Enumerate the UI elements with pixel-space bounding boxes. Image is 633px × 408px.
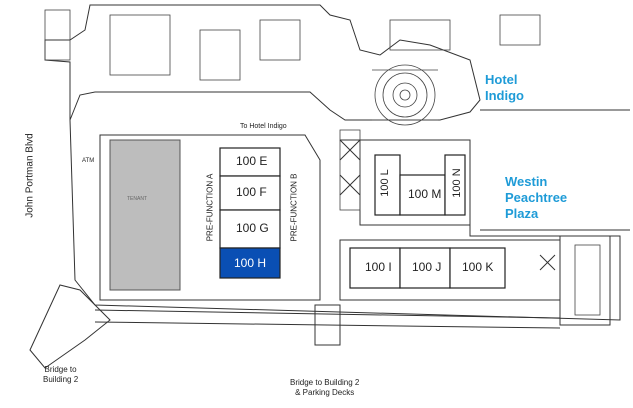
tenant-space xyxy=(109,139,181,291)
tenant-label: TENANT xyxy=(127,196,147,202)
room-100j[interactable] xyxy=(399,247,451,289)
westin-line2: Peachtree xyxy=(505,190,568,205)
street-label: John Portman Blvd xyxy=(24,133,36,218)
room-100i-label: 100 I xyxy=(365,260,392,274)
room-100h[interactable] xyxy=(219,247,281,279)
room-100g-label: 100 G xyxy=(236,221,269,235)
room-100e[interactable] xyxy=(219,147,281,177)
room-100i[interactable] xyxy=(349,247,401,289)
bridge-left-line2: Building 2 xyxy=(43,375,79,384)
room-100m-label: 100 M xyxy=(408,187,442,201)
room-100f[interactable] xyxy=(219,175,281,211)
prefunction-b-label: PRE-FUNCTION B xyxy=(289,173,299,242)
bridge-left-label: Bridge to Building 2 xyxy=(43,365,78,385)
prefunction-a-label: PRE-FUNCTION A xyxy=(205,173,215,242)
to-hotel-indigo-label: To Hotel Indigo xyxy=(240,123,287,130)
westin-line3: Plaza xyxy=(505,206,539,221)
room-100n[interactable] xyxy=(444,154,466,216)
hotel-indigo-label: Hotel Indigo xyxy=(485,72,524,104)
bridge-bottom-line1: Bridge to Building 2 xyxy=(290,378,360,387)
room-100f-label: 100 F xyxy=(236,185,267,199)
room-100n-label: 100 N xyxy=(451,168,463,198)
westin-line1: Westin xyxy=(505,174,548,189)
room-100e-label: 100 E xyxy=(236,154,268,168)
westin-label: Westin Peachtree Plaza xyxy=(505,174,567,222)
bridge-left-line1: Bridge to xyxy=(44,365,77,374)
room-100k-label: 100 K xyxy=(462,260,494,274)
room-100l-label: 100 L xyxy=(379,169,391,197)
bridge-bottom-label: Bridge to Building 2 & Parking Decks xyxy=(290,378,359,398)
atm-label: ATM xyxy=(82,158,95,164)
hotel-indigo-line1: Hotel xyxy=(485,72,518,87)
room-100k[interactable] xyxy=(449,247,506,289)
hotel-indigo-line2: Indigo xyxy=(485,88,524,103)
room-100h-label: 100 H xyxy=(234,256,267,270)
room-100j-label: 100 J xyxy=(412,260,442,274)
bridge-bottom-line2: & Parking Decks xyxy=(295,388,355,397)
room-100g[interactable] xyxy=(219,209,281,249)
